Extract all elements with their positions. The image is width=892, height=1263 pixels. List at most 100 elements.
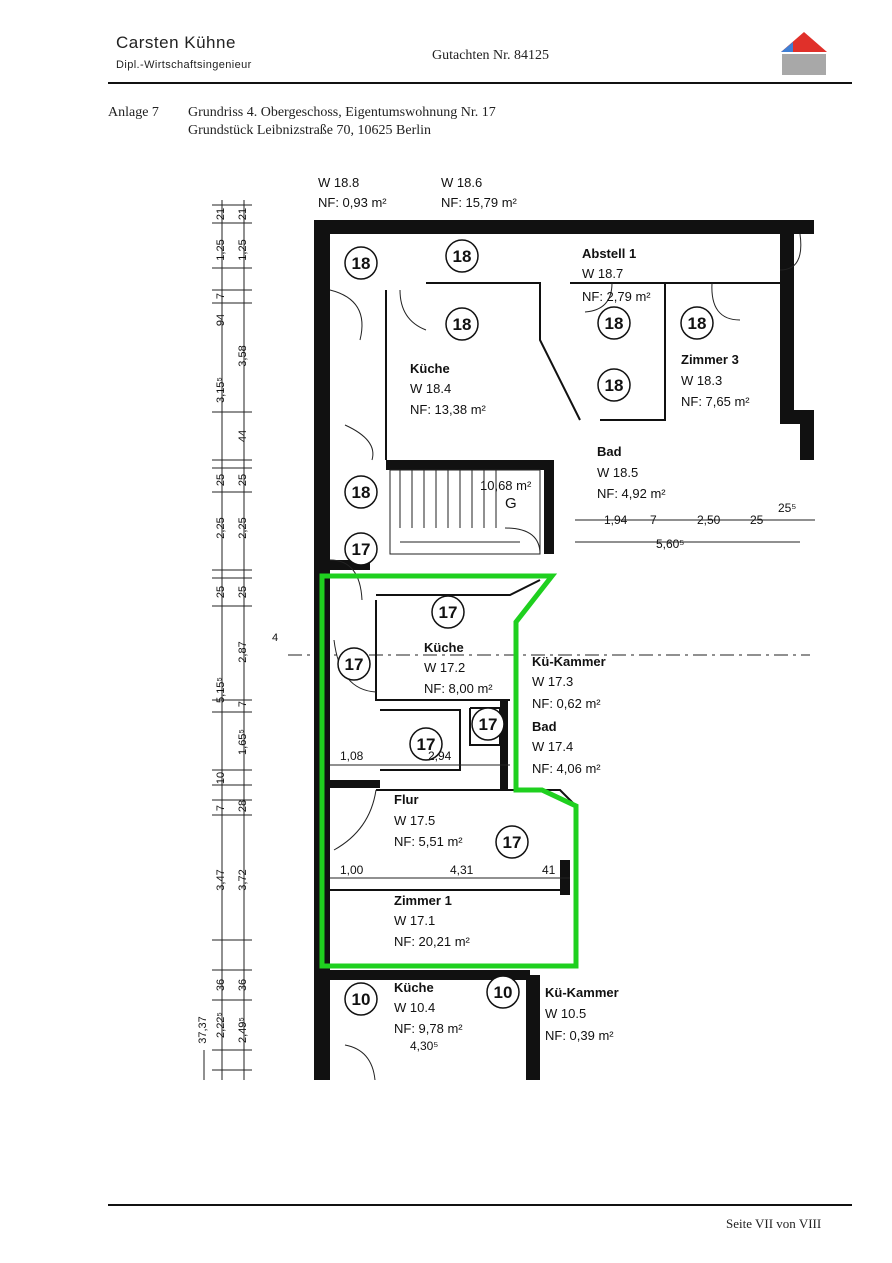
dim-label: 1,00 [340,863,364,877]
room-number: 10 [352,990,371,1009]
room-number: 17 [503,833,522,852]
dim-label: 25⁵ [778,501,796,515]
dim-label: 41 [542,863,556,877]
room-number: 18 [453,247,472,266]
room-id: W 18.4 [410,381,451,396]
dimension-lines [330,519,815,879]
dim-left-label: 25 [215,474,227,486]
room-area: NF: 4,92 m² [597,486,666,501]
caption-line-1: Grundriss 4. Obergeschoss, Eigentumswohn… [188,105,496,120]
dim-label: 7 [650,513,657,527]
room-circles [337,239,714,1016]
section-mark: 4 [272,632,278,644]
room-name: Flur [394,792,419,807]
dimension-chain-left [203,200,252,1080]
dim-left-label: 7 [237,701,249,707]
room-id: W 17.3 [532,674,573,689]
dim-left-label: 1,25 [237,239,249,260]
dim-left-label: 36 [237,979,249,991]
room-number: 10 [494,983,513,1002]
report-number: Gutachten Nr. 84125 [432,48,550,63]
dim-left-label: 28 [237,800,249,812]
room-number: 17 [352,540,371,559]
footer-rule [108,1204,852,1206]
room-number: 18 [352,483,371,502]
dim-left-label: 2,49⁵ [237,1017,249,1043]
room-id: W 17.2 [424,660,465,675]
room-name: Küche [394,980,434,995]
dim-left-label: 25 [215,586,227,598]
page-number: Seite VII von VIII [726,1216,822,1231]
dim-left-label: 2,25 [215,517,227,538]
room-area: NF: 0,93 m² [318,195,387,210]
room-name: Küche [424,640,464,655]
room-name: Kü-Kammer [545,985,619,1000]
room-number: 17 [417,735,436,754]
dim-left-label: 21 [215,208,227,220]
room-id: W 10.4 [394,1000,435,1015]
room-area: NF: 2,79 m² [582,289,651,304]
room-labels: W 18.8 NF: 0,93 m² W 18.6 NF: 15,79 m² A… [318,175,750,1043]
dim-left-label: 3,58 [237,345,249,366]
caption-line-2: Grundstück Leibnizstraße 70, 10625 Berli… [188,123,432,138]
walls [314,220,814,1080]
room-area: NF: 9,78 m² [394,1021,463,1036]
dim-label: 25 [750,513,764,527]
room-id: W 18.5 [597,465,638,480]
annex-label: Anlage 7 [108,105,159,120]
room-area: NF: 0,62 m² [532,696,601,711]
room-area: NF: 15,79 m² [441,195,518,210]
logo-body [782,54,826,75]
room-name: Bad [597,444,622,459]
room-number: 18 [688,314,707,333]
dim-left-label: 5,15⁵ [215,677,227,703]
dim-label: 1,08 [340,749,364,763]
dim-left-label: 7 [215,293,227,299]
door-swings [329,233,802,1081]
room-number: 18 [453,315,472,334]
room-id: W 18.3 [681,373,722,388]
apartment-17-outline [319,573,579,969]
dim-label: 1,94 [604,513,628,527]
dim-left-label: 2,22⁵ [215,1012,227,1038]
room-number: 17 [439,603,458,622]
dim-left-label: 94 [215,314,227,326]
stair-label: G [505,495,517,512]
room-area: NF: 20,21 m² [394,934,471,949]
room-area: NF: 0,39 m² [545,1028,614,1043]
header-rule [108,82,852,84]
dim-left-label: 10 [215,772,227,784]
room-number: 18 [605,376,624,395]
room-id: W 18.6 [441,175,482,190]
room-name: Abstell 1 [582,246,636,261]
dim-left-label: 25 [237,586,249,598]
header-name: Carsten Kühne [116,33,236,52]
stair-area: 10,68 m² [480,478,532,493]
dim-left-label: 44 [237,430,249,442]
room-name: Zimmer 3 [681,352,739,367]
house-logo [781,32,827,75]
dim-left-label: 21 [237,208,249,220]
dim-left-label: 1,65⁵ [237,729,249,755]
room-area: NF: 8,00 m² [424,681,493,696]
room-number: 18 [352,254,371,273]
room-id: W 17.4 [532,739,573,754]
dim-left-label: 7 [215,805,227,811]
dim-label: 4,30⁵ [410,1039,438,1053]
dim-label: 2,94 [428,749,452,763]
dim-left-label: 3,47 [215,869,227,890]
dimension-labels: 1,94 7 2,50 25 25⁵ 5,60⁵ 1,08 2,94 1,00 … [340,501,796,1053]
room-number: 17 [479,715,498,734]
room-name: Bad [532,719,557,734]
dim-left-label: 2,87 [237,641,249,662]
dim-label: 4,31 [450,863,474,877]
dim-left-label: 37,37 [197,1016,209,1044]
dim-left-label: 3,72 [237,869,249,890]
room-area: NF: 4,06 m² [532,761,601,776]
room-number: 17 [345,655,364,674]
room-id: W 10.5 [545,1006,586,1021]
dimension-labels-left: 21 1,25 7 94 3,58 44 3,15⁵ 25 2,25 25 2,… [197,208,249,1044]
dim-left-label: 36 [215,979,227,991]
dim-left-label: 25 [237,474,249,486]
